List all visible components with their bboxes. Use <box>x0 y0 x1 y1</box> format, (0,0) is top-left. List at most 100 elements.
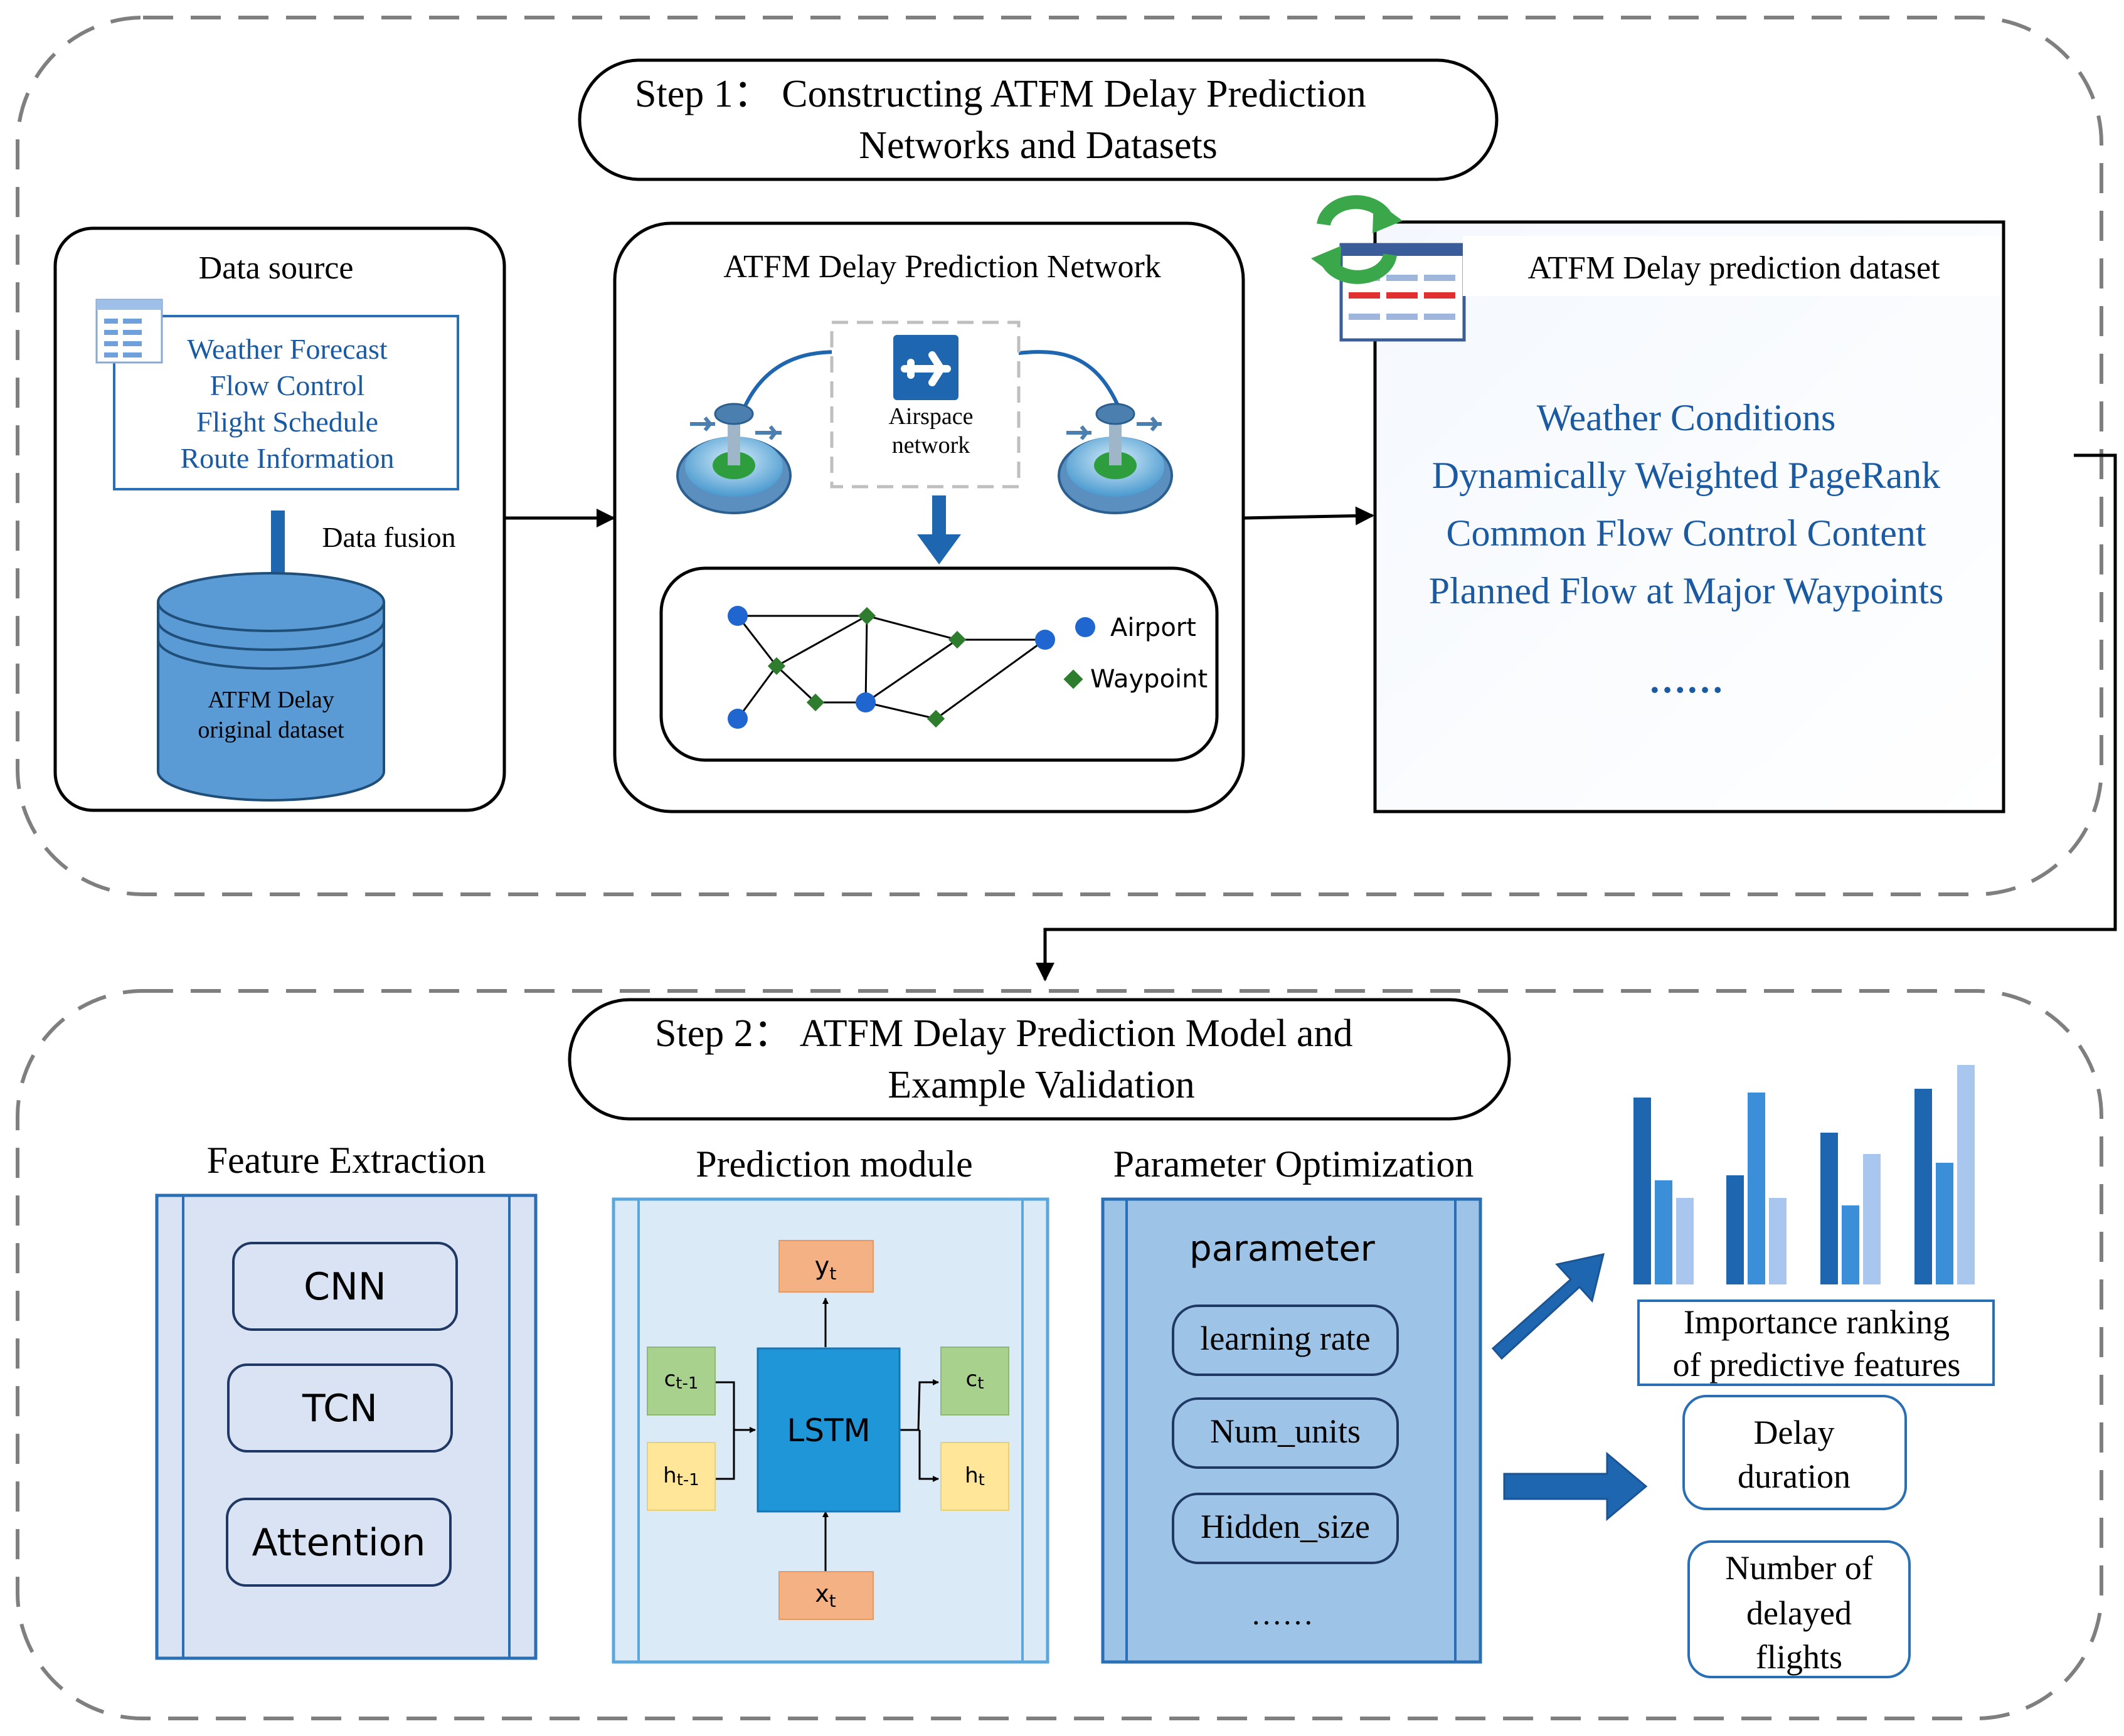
arrow-to-ranking-icon <box>1491 1253 1605 1360</box>
bar <box>1842 1205 1859 1284</box>
waypoint-node <box>948 630 967 649</box>
network-graph-edges <box>736 615 1046 720</box>
prediction-module-panel: Prediction module LSTM yt xt ct-1 ht-1 c… <box>612 1143 1049 1664</box>
step2-title-box: Step 2： ATFM Delay Prediction Model and … <box>568 998 1511 1121</box>
parameter-optimization-panel: Parameter Optimization parameter learnin… <box>1101 1143 1482 1664</box>
legend-airport-marker <box>1075 617 1095 637</box>
output-y-sub: t <box>829 1263 836 1284</box>
database-label-line2: original dataset <box>198 717 344 743</box>
dataset-item-pagerank: Dynamically Weighted PageRank <box>1432 455 1941 496</box>
hidden-prev-main: h <box>663 1463 677 1488</box>
airport-node <box>856 692 876 712</box>
feature-extraction-panel: Feature Extraction CNN TCN Attention <box>155 1140 538 1660</box>
input-x-box <box>778 1571 874 1620</box>
ranking-label-box <box>1637 1299 1995 1386</box>
hidden-out-sub: t <box>979 1471 985 1490</box>
delayed-flights-line3: flights <box>1756 1638 1842 1676</box>
feature-attention-box <box>226 1498 452 1587</box>
arrow-to-outputs-icon <box>1503 1451 1648 1522</box>
cell-out-label: ct <box>966 1367 984 1393</box>
hidden-prev-label: ht-1 <box>663 1463 699 1490</box>
down-arrow-icon <box>917 495 961 564</box>
param-hidden-size-box <box>1172 1493 1399 1564</box>
network-graph-nodes <box>728 606 1055 729</box>
data-source-item-route: Route Information <box>180 442 394 474</box>
input-x-main: x <box>815 1580 829 1607</box>
cell-out-sub: t <box>977 1374 984 1393</box>
feature-attention-label: Attention <box>252 1521 426 1565</box>
input-x-sub: t <box>829 1590 836 1611</box>
data-source-title: Data source <box>199 250 354 286</box>
data-fusion-label: Data fusion <box>322 521 455 553</box>
database-icon <box>157 572 385 802</box>
hidden-out-box <box>940 1442 1009 1511</box>
dataset-item-flow-control: Common Flow Control Content <box>1446 512 1926 554</box>
refresh-icon <box>1311 195 1403 284</box>
feature-importance-bars <box>1633 1065 1975 1284</box>
airport-node <box>728 606 748 626</box>
step1-title-line2: Networks and Datasets <box>859 124 1218 167</box>
parameter-optimization-title: Parameter Optimization <box>1113 1143 1474 1185</box>
legend-airport-label: Airport <box>1110 613 1196 642</box>
parameter-header: parameter <box>1189 1229 1376 1269</box>
step2-title-line2: Example Validation <box>888 1064 1195 1106</box>
bar <box>1863 1154 1881 1284</box>
delayed-flights-box <box>1687 1540 1911 1678</box>
hidden-out-label: ht <box>965 1463 985 1490</box>
delayed-flights-line1: Number of <box>1725 1549 1872 1587</box>
feature-cnn-label: CNN <box>304 1265 386 1309</box>
delay-duration-box <box>1682 1395 1907 1510</box>
dataset-ellipsis: …… <box>1649 659 1724 701</box>
database-label-line1: ATFM Delay <box>208 687 334 713</box>
airport-node <box>728 709 748 729</box>
delay-duration-line2: duration <box>1738 1458 1851 1495</box>
document-icon <box>1339 243 1466 342</box>
step2-title-line1: Step 2： ATFM Delay Prediction Model and <box>655 1012 1352 1055</box>
airspace-label-line1: Airspace <box>888 403 973 430</box>
data-source-item-flow: Flow Control <box>210 369 365 401</box>
waypoint-node <box>806 693 825 712</box>
delayed-flights-line2: delayed <box>1746 1594 1852 1632</box>
cell-prev-label: ct-1 <box>664 1367 699 1393</box>
output-y-box <box>778 1240 874 1293</box>
bar <box>1748 1093 1765 1284</box>
waypoint-node <box>767 657 786 675</box>
param-ellipsis: …… <box>1251 1596 1314 1631</box>
dataset-item-weather: Weather Conditions <box>1537 397 1836 438</box>
bar <box>1957 1065 1975 1284</box>
network-panel: ATFM Delay Prediction Network Airspace n… <box>613 221 1245 813</box>
bar <box>1769 1198 1787 1284</box>
hidden-prev-box <box>647 1442 716 1511</box>
bar <box>1633 1098 1651 1284</box>
network-graph-box <box>659 566 1219 762</box>
data-source-list-box <box>113 315 459 490</box>
feature-extraction-title: Feature Extraction <box>207 1140 486 1181</box>
ranking-label-line1: Importance ranking <box>1684 1303 1950 1341</box>
hidden-prev-sub: t-1 <box>677 1471 699 1490</box>
lstm-cell <box>757 1347 901 1513</box>
step1-title-line1: Step 1： Constructing ATFM Delay Predicti… <box>635 73 1366 115</box>
data-source-panel: Data source Weather Forecast Flow Contro… <box>53 226 506 812</box>
output-y-label: yt <box>815 1252 837 1284</box>
cell-out-main: c <box>966 1367 978 1392</box>
bar <box>1936 1163 1953 1284</box>
feature-tcn-label: TCN <box>302 1387 378 1431</box>
param-hidden-size-label: Hidden_size <box>1201 1508 1370 1545</box>
dataset-title: ATFM Delay prediction dataset <box>1527 250 1940 286</box>
param-num-units-box <box>1172 1397 1399 1469</box>
airport-icon-left <box>676 403 792 514</box>
step2-container <box>16 989 2103 1720</box>
bar <box>1676 1198 1694 1284</box>
param-learning-rate-box <box>1172 1305 1399 1376</box>
cell-out-box <box>940 1347 1009 1416</box>
ranking-label-line2: of predictive features <box>1673 1346 1961 1384</box>
cell-prev-box <box>647 1347 716 1416</box>
delay-duration-line1: Delay <box>1754 1414 1835 1451</box>
table-icon <box>95 299 163 364</box>
plane-icon <box>893 335 958 400</box>
arrow-network-to-dataset <box>1243 506 1374 526</box>
lstm-connectors <box>703 1298 939 1573</box>
legend-waypoint-marker <box>1063 669 1083 689</box>
network-title: ATFM Delay Prediction Network <box>723 249 1161 285</box>
